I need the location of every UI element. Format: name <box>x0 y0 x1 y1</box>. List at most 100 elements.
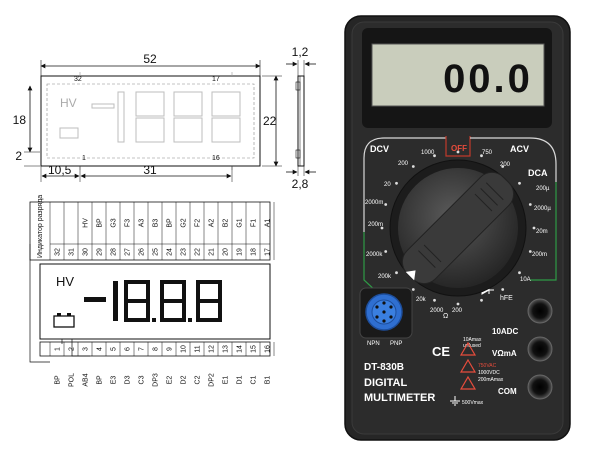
ohm-symbol: Ω <box>443 313 448 320</box>
bottom-pin-name: AB4 <box>83 373 90 386</box>
top-pin-number: 17 <box>265 248 272 256</box>
dial-tick <box>384 250 388 253</box>
pinout-lcd-digits <box>84 280 222 322</box>
top-pin-name: F3 <box>125 219 132 227</box>
dial-tick <box>528 203 532 206</box>
outline-pin-1: 1 <box>82 155 86 162</box>
npn-label: NPN <box>367 341 380 347</box>
bottom-pin-name: C2 <box>195 375 202 384</box>
bottom-pin-name: E3 <box>111 376 118 385</box>
range-off-label: OFF <box>451 144 467 153</box>
svg-text:1000: 1000 <box>421 150 435 156</box>
jack-10adc-note2: unfused <box>463 343 481 349</box>
dial-tick <box>380 226 384 230</box>
bottom-gap-dim-label: 2 <box>15 149 22 163</box>
dial-tick <box>518 181 521 185</box>
top-pin-number: 19 <box>237 248 244 256</box>
brand-line1: DIGITAL <box>364 377 407 389</box>
bottom-pin-name: BP <box>55 375 62 385</box>
svg-text:200m: 200m <box>532 252 547 258</box>
thickness-bottom-dim-label: 2,8 <box>292 177 309 191</box>
pnp-label: PNP <box>390 341 402 347</box>
top-pin-number: 28 <box>111 248 118 256</box>
top-pin-number: 21 <box>209 248 216 256</box>
pinout-lcd-hv: HV <box>56 274 74 289</box>
pinout-lcd-frame <box>39 263 271 340</box>
pinout-battery-icon <box>53 313 75 328</box>
top-pin-number: 23 <box>181 248 188 256</box>
top-pin-name: A1 <box>265 219 272 228</box>
jack-com-note: 500Vmax <box>462 400 484 406</box>
bottom-pin-name: DP2 <box>209 373 216 387</box>
bottom-grid-lines <box>49 342 275 356</box>
ce-mark: CE <box>432 344 450 359</box>
jack-vohm-note2: 1000VDC <box>478 370 500 376</box>
rotary-knob[interactable] <box>389 159 527 297</box>
ohm-range-values: 2000k 200k 20k 2000 200 <box>366 252 463 314</box>
jack-10adc[interactable] <box>527 298 553 324</box>
bottom-pin-number: 13 <box>223 345 230 353</box>
bottom-pin-name: C3 <box>139 375 146 384</box>
range-dca-label: DCA <box>528 168 548 178</box>
meter-lcd <box>371 43 545 107</box>
dial-tick <box>395 181 398 185</box>
bottom-pin-number: 7 <box>139 347 146 351</box>
jack-vohm[interactable] <box>527 336 553 362</box>
dial-tick <box>456 150 460 154</box>
jack-10adc-label: 10ADC <box>492 327 518 336</box>
outline-hv-label: HV <box>60 96 77 110</box>
jack-com-label: COM <box>498 387 517 396</box>
svg-text:20k: 20k <box>416 297 427 303</box>
brand-line2: MULTIMETER <box>364 392 435 404</box>
bottom-pin-name: D3 <box>125 375 132 384</box>
bottom-pin-number: 11 <box>195 345 202 352</box>
range-dcv-label: DCV <box>370 144 389 154</box>
bottom-pin-number: 10 <box>181 345 188 353</box>
top-pin-name: F2 <box>195 219 202 227</box>
top-pin-name: A2 <box>209 219 216 228</box>
dial-tick <box>501 165 505 168</box>
dial-tick <box>532 226 536 230</box>
top-pin-number: 20 <box>223 248 230 256</box>
dial-tick <box>384 203 388 206</box>
dial-tick <box>433 154 436 158</box>
dca-range-values: 200µ 2000µ 20m 200m 10A <box>520 186 551 283</box>
transistor-socket[interactable] <box>359 287 413 339</box>
bottom-pin-name: E2 <box>167 376 174 385</box>
dial-tick <box>411 165 415 168</box>
top-pin-name: B2 <box>223 219 230 228</box>
jack-10adc-note1: 10Amax <box>463 337 482 343</box>
outline-pin-32: 32 <box>74 76 82 83</box>
jack-com[interactable] <box>527 374 553 400</box>
bottom-pin-number: 3 <box>83 347 90 351</box>
bottom-pin-name: D2 <box>181 375 188 384</box>
bottom-pin-number: 5 <box>111 347 118 351</box>
svg-text:200k: 200k <box>378 274 392 280</box>
top-pin-name: G2 <box>181 218 188 227</box>
dial-tick <box>480 298 483 302</box>
pinout-header-label: Индикатор разряда <box>37 195 44 258</box>
svg-text:200: 200 <box>398 161 409 167</box>
svg-text:2000: 2000 <box>430 308 444 314</box>
dial-tick <box>411 288 415 291</box>
top-pin-name: B3 <box>153 219 160 228</box>
warning-triangle-icon <box>459 341 477 390</box>
lcd-outline <box>40 75 261 167</box>
top-pin-name: F1 <box>251 219 258 227</box>
thickness-top-dim-label: 1,2 <box>292 45 309 59</box>
svg-text:2000µ: 2000µ <box>534 206 551 212</box>
bottom-pin-number: 12 <box>209 345 216 353</box>
jack-vohm-label: VΩmA <box>492 349 517 358</box>
top-pin-name: HV <box>83 218 90 228</box>
top-pin-name: G1 <box>237 218 244 227</box>
svg-text:750: 750 <box>482 150 493 156</box>
side-profile <box>286 60 316 176</box>
model-label: DT-830B <box>364 362 404 373</box>
jack-vohm-note3: 200mAmax <box>478 377 504 383</box>
svg-text:2000k: 2000k <box>366 252 383 258</box>
top-grid-lines <box>49 202 275 260</box>
bottom-pin-number: 6 <box>125 347 132 351</box>
svg-text:10A: 10A <box>520 277 531 283</box>
